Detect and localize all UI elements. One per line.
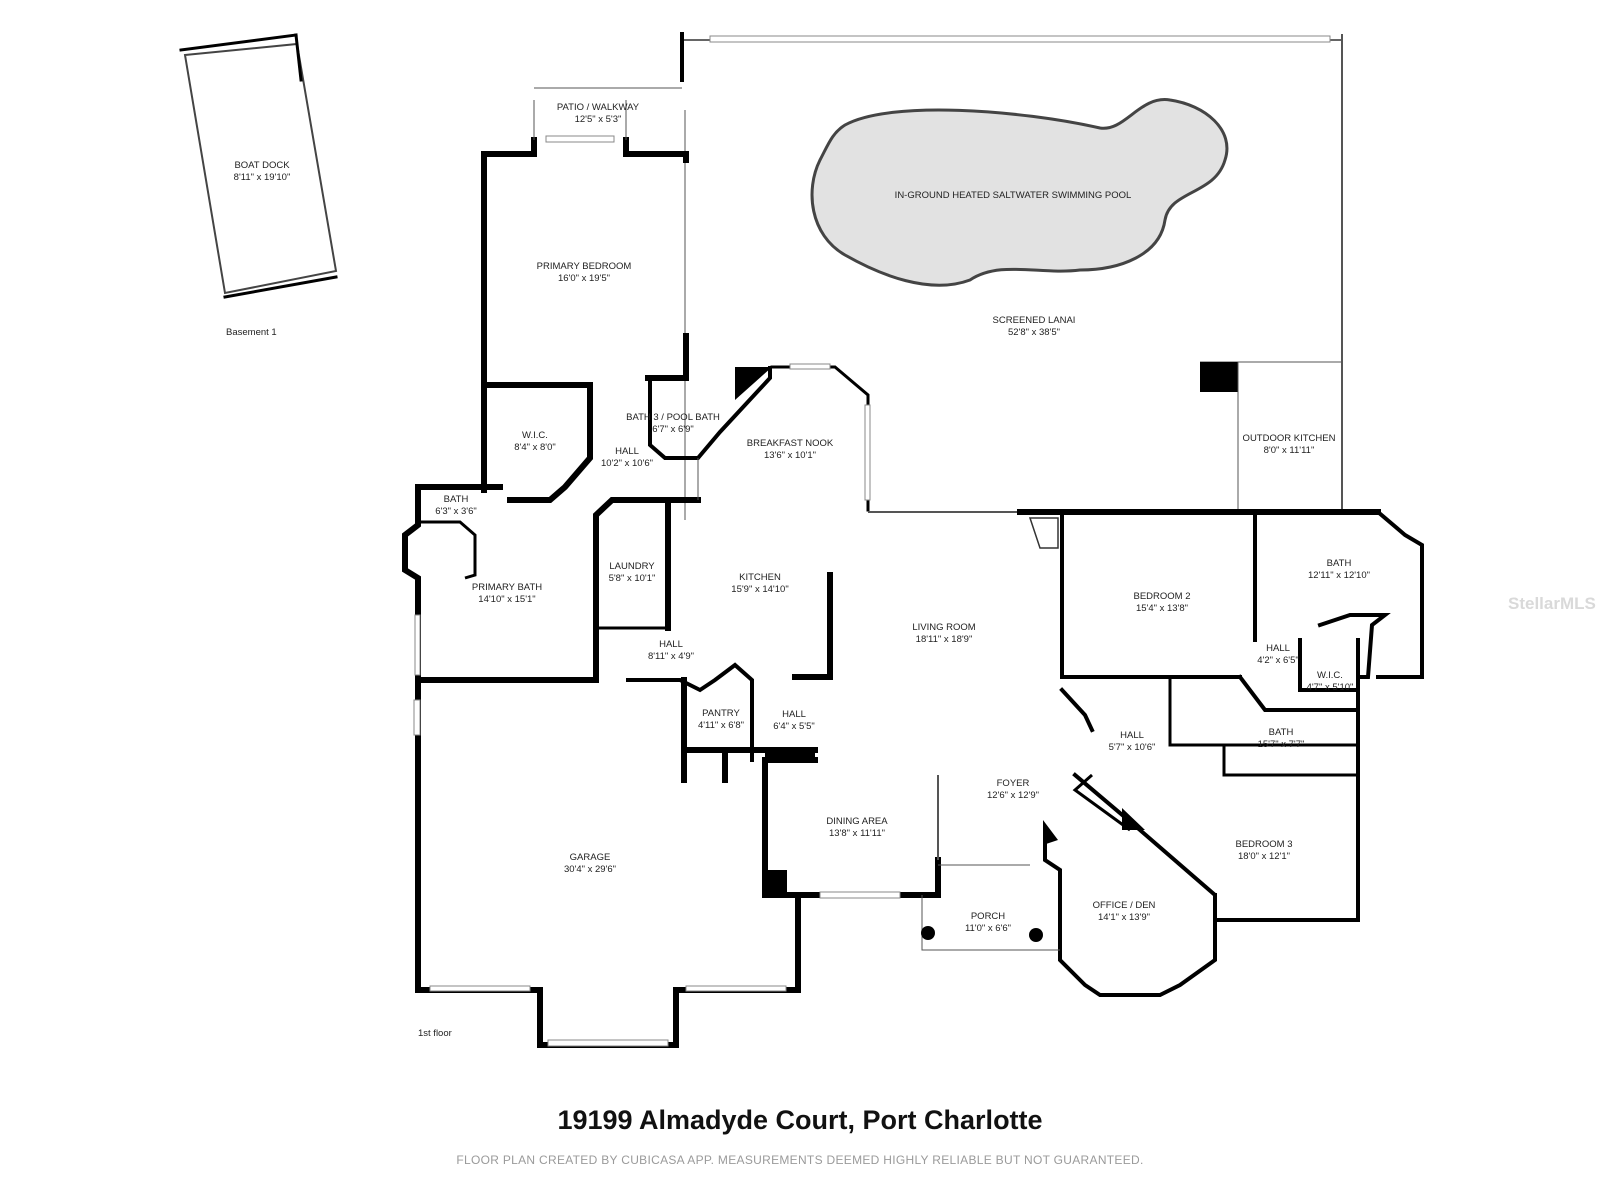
stellarmls-watermark: StellarMLS — [1508, 594, 1596, 613]
cubicasa-disclaimer: FLOOR PLAN CREATED BY CUBICASA APP. MEAS… — [456, 1153, 1144, 1167]
property-address: 19199 Almadyde Court, Port Charlotte — [557, 1105, 1043, 1135]
room-label-swimming-pool: IN-GROUND HEATED SALTWATER SWIMMING POOL — [894, 190, 1132, 201]
house-walls — [402, 87, 1424, 1048]
floor-label-basement: Basement 1 — [226, 327, 277, 338]
swimming-pool-shape — [810, 98, 1229, 287]
room-label-wic-2: W.I.C.4'7" x 5'10" — [1306, 670, 1354, 693]
screened-lanai-outline — [680, 32, 1343, 520]
floor-label-first-floor: 1st floor — [418, 1028, 452, 1039]
boat-dock-outline — [179, 33, 338, 299]
room-label-wic: W.I.C.8'4" x 8'0" — [514, 430, 556, 453]
